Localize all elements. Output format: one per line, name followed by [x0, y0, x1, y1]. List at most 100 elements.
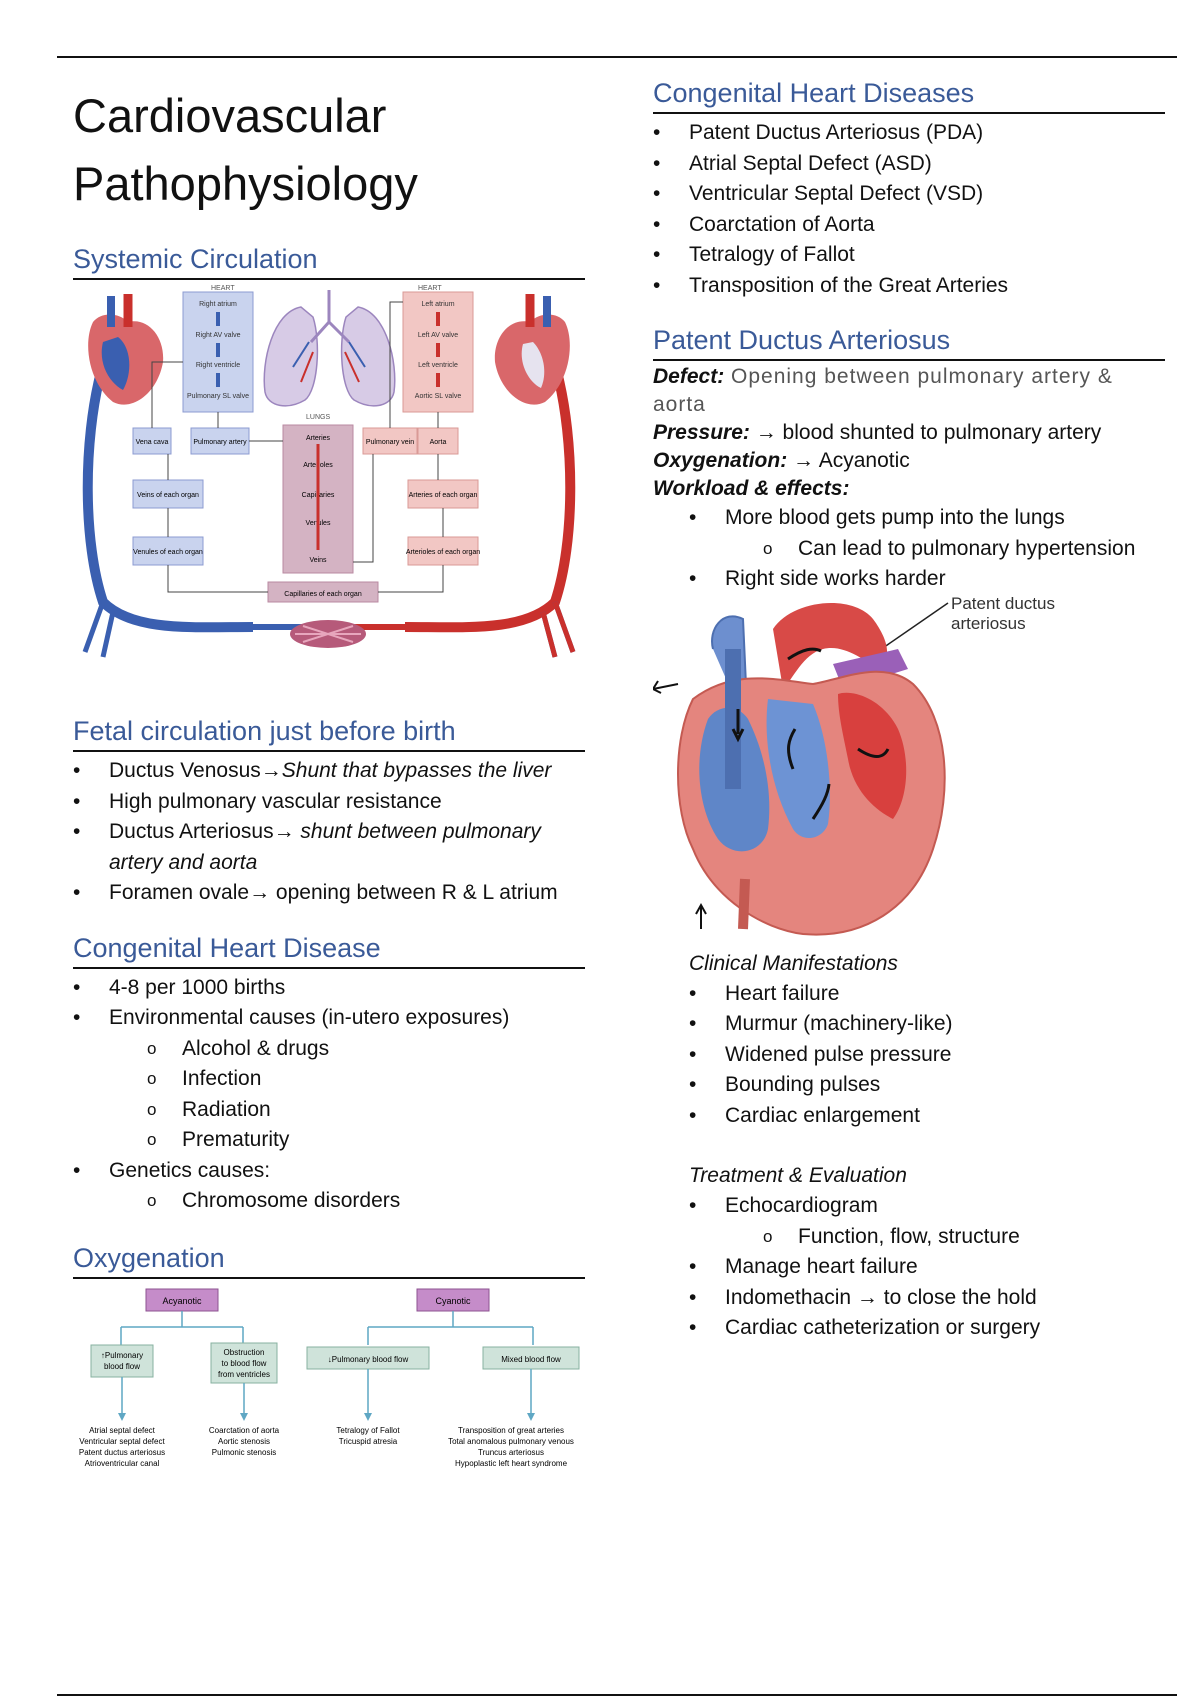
- heart-left-label: HEART: [211, 285, 235, 292]
- aorta-label: Aorta: [430, 439, 447, 446]
- list-item: Coarctation of Aorta: [653, 210, 1165, 241]
- congenital-heart-diseases-list: Patent Ductus Arteriosus (PDA) Atrial Se…: [653, 118, 1165, 301]
- congenital-heart-disease-heading: Congenital Heart Disease: [73, 931, 585, 969]
- top-rule: [57, 56, 1177, 58]
- heart-right-icon: [494, 294, 570, 405]
- box3-label: ↓Pulmonary blood flow: [328, 1355, 409, 1364]
- list2-item: Aortic stenosis: [218, 1437, 270, 1446]
- list-item: Cardiac enlargement: [689, 1101, 1165, 1132]
- sub-list-item: Infection: [73, 1064, 585, 1095]
- right-column: Congenital Heart Diseases Patent Ductus …: [653, 72, 1165, 1344]
- list-item: Widened pulse pressure: [689, 1040, 1165, 1071]
- left-ventricle-label: Left ventricle: [418, 362, 458, 369]
- sub-list-item: Function, flow, structure: [689, 1222, 1165, 1253]
- list-item: Ductus Arteriosus→ shunt between pulmona…: [73, 817, 585, 878]
- list-item: Right side works harder: [689, 564, 1165, 595]
- list4-item: Truncus arteriosus: [478, 1448, 544, 1457]
- acyanotic-label: Acyanotic: [162, 1296, 202, 1306]
- list-item: Cardiac catheterization or surgery: [689, 1313, 1165, 1344]
- fetal-circulation-heading: Fetal circulation just before birth: [73, 714, 585, 752]
- list-item: Heart failure: [689, 979, 1165, 1010]
- sub-list-item: Chromosome disorders: [73, 1186, 585, 1217]
- list-item: Echocardiogram: [689, 1191, 1165, 1222]
- list-item: Atrial Septal Defect (ASD): [653, 149, 1165, 180]
- pulmonary-artery-label: Pulmonary artery: [193, 439, 247, 446]
- right-atrium-label: Right atrium: [199, 301, 237, 308]
- oxygenation-heading: Oxygenation: [73, 1241, 585, 1279]
- venules-of-each-organ-label: Venules of each organ: [133, 549, 203, 556]
- list3-item: Tetralogy of Fallot: [336, 1426, 400, 1435]
- left-column: Cardiovascular Pathophysiology Systemic …: [73, 72, 585, 1485]
- cyanotic-label: Cyanotic: [435, 1296, 471, 1306]
- pda-heart-illustration: Patent ductus arteriosus: [653, 594, 1055, 936]
- lungs-icon: [263, 290, 396, 407]
- pda-workload-heading: Workload & effects:: [653, 477, 850, 500]
- oxygenation-flowchart: Acyanotic Cyanotic ↑Pulmonary blood flow…: [79, 1288, 580, 1468]
- aortic-sl-valve-label: Aortic SL valve: [415, 393, 462, 400]
- page-title: Cardiovascular Pathophysiology: [73, 82, 585, 218]
- veins-of-each-organ-label: Veins of each organ: [137, 492, 199, 499]
- pda-oxygenation: Oxygenation: → Acyanotic: [653, 449, 910, 472]
- list-item: 4-8 per 1000 births: [73, 973, 585, 1004]
- lungs-label: LUNGS: [306, 414, 330, 421]
- sub-list-item: Radiation: [73, 1095, 585, 1126]
- heart-right-label: HEART: [418, 285, 442, 292]
- heart-icon: [677, 602, 946, 936]
- box1-line1: ↑Pulmonary: [101, 1351, 143, 1360]
- box2-line3: from ventricles: [218, 1370, 270, 1379]
- title-line-2: Pathophysiology: [73, 157, 418, 210]
- heart-left-icon: [88, 294, 164, 405]
- clinical-manifestations-heading: Clinical Manifestations: [689, 951, 898, 975]
- sub-list-item: Alcohol & drugs: [73, 1034, 585, 1065]
- lung-arteries-label: Arteries: [306, 435, 331, 442]
- arteries-of-each-organ-label: Arteries of each organ: [409, 492, 478, 499]
- list-item: Environmental causes (in-utero exposures…: [73, 1003, 585, 1034]
- systemic-circulation-heading: Systemic Circulation: [73, 242, 585, 280]
- list-item: Patent Ductus Arteriosus (PDA): [653, 118, 1165, 149]
- list3-item: Tricuspid atresia: [339, 1437, 398, 1446]
- list-item: Murmur (machinery-like): [689, 1009, 1165, 1040]
- congenital-heart-diseases-heading: Congenital Heart Diseases: [653, 76, 1165, 114]
- list-item: Manage heart failure: [689, 1252, 1165, 1283]
- list4-item: Hypoplastic left heart syndrome: [455, 1459, 568, 1468]
- vena-cava-label: Vena cava: [136, 439, 169, 446]
- list-item: Genetics causes:: [73, 1156, 585, 1187]
- pda-workload-list: More blood gets pump into the lungs Can …: [689, 503, 1165, 595]
- arterioles-of-each-organ-label: Arterioles of each organ: [406, 549, 480, 556]
- list4-item: Total anomalous pulmonary venous: [448, 1437, 574, 1446]
- list-item: Ductus Venosus→Shunt that bypasses the l…: [73, 756, 585, 787]
- clinical-manifestations-list: Heart failure Murmur (machinery-like) Wi…: [689, 979, 1165, 1132]
- treatment-evaluation-heading: Treatment & Evaluation: [689, 1164, 907, 1187]
- left-av-valve-label: Left AV valve: [418, 332, 458, 339]
- left-atrium-label: Left atrium: [421, 301, 454, 308]
- list-item: High pulmonary vascular resistance: [73, 787, 585, 818]
- patent-ductus-arteriosus-heading: Patent Ductus Arteriosus: [653, 323, 1165, 361]
- sub-list-item: Prematurity: [73, 1125, 585, 1156]
- list-item: More blood gets pump into the lungs: [689, 503, 1165, 534]
- right-ventricle-label: Right ventricle: [196, 362, 240, 369]
- lung-veins-label: Veins: [309, 557, 327, 564]
- list-item: Ventricular Septal Defect (VSD): [653, 179, 1165, 210]
- list4-item: Transposition of great arteries: [458, 1426, 564, 1435]
- title-line-1: Cardiovascular: [73, 89, 387, 142]
- box1-line2: blood flow: [104, 1362, 140, 1371]
- list-item: Foramen ovale→ opening between R & L atr…: [73, 878, 585, 909]
- list2-item: Pulmonic stenosis: [212, 1448, 276, 1457]
- fetal-circulation-list: Ductus Venosus→Shunt that bypasses the l…: [73, 756, 585, 909]
- list1-item: Atrioventricular canal: [85, 1459, 160, 1468]
- bottom-rule: [57, 1694, 1177, 1696]
- list1-item: Ventricular septal defect: [79, 1437, 165, 1446]
- congenital-heart-disease-list: 4-8 per 1000 births Environmental causes…: [73, 973, 585, 1217]
- list-item: Indomethacin → to close the hold: [689, 1283, 1165, 1314]
- pda-defect: Defect: Opening between pulmonary artery…: [653, 365, 1113, 416]
- list-item: Transposition of the Great Arteries: [653, 271, 1165, 302]
- pda-figure-label-2: arteriosus: [951, 614, 1026, 633]
- list2-item: Coarctation of aorta: [209, 1426, 280, 1435]
- list-item: Tetralogy of Fallot: [653, 240, 1165, 271]
- list-item: Bounding pulses: [689, 1070, 1165, 1101]
- pulmonary-vein-label: Pulmonary vein: [366, 439, 414, 446]
- box4-label: Mixed blood flow: [501, 1355, 561, 1364]
- sub-list-item: Can lead to pulmonary hypertension: [689, 534, 1165, 565]
- list1-item: Atrial septal defect: [89, 1426, 156, 1435]
- pda-figure-label-1: Patent ductus: [951, 594, 1055, 613]
